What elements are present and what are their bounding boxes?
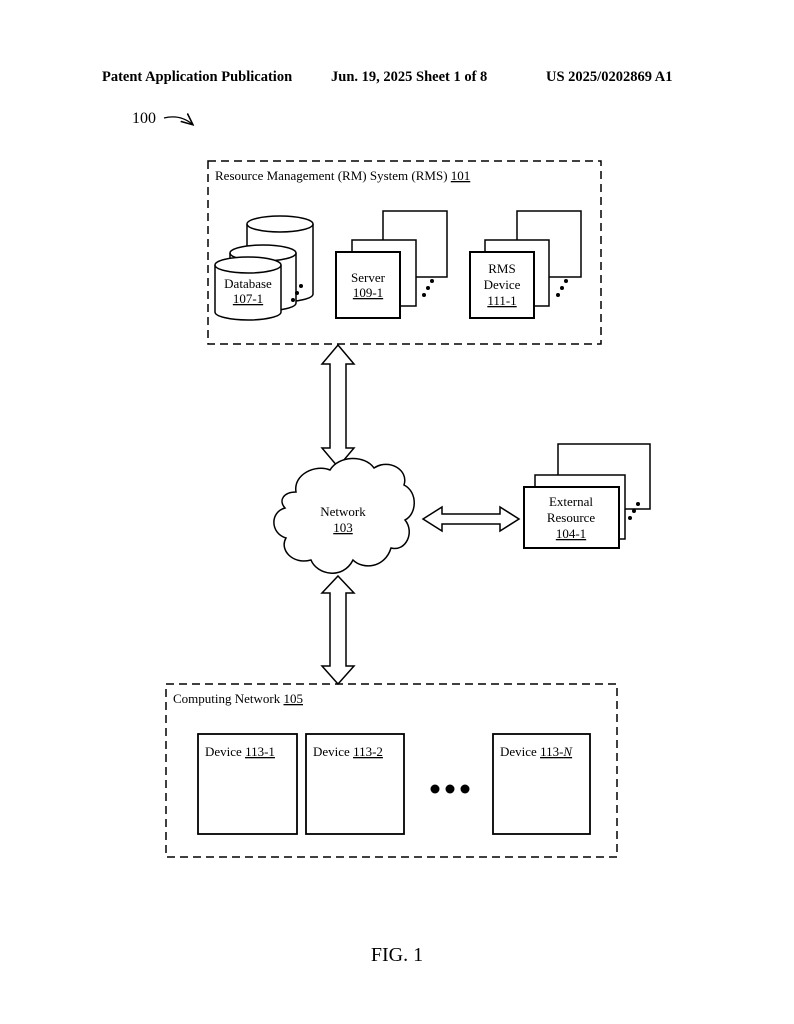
computing-network-box bbox=[165, 683, 618, 858]
rms-device-more-dots-icon bbox=[556, 279, 568, 297]
rms-device-label-line1: RMS bbox=[488, 261, 515, 276]
server-label: Server bbox=[351, 270, 386, 285]
device-2-box bbox=[305, 733, 405, 835]
server-more-dots-icon bbox=[422, 279, 434, 297]
device-1-box bbox=[197, 733, 298, 835]
external-resource-label-line2: Resource bbox=[547, 510, 596, 525]
network-computing-double-arrow bbox=[320, 574, 356, 686]
header-patent-number: US 2025/0202869 A1 bbox=[546, 69, 673, 85]
rms-box bbox=[207, 160, 602, 345]
external-resource-ref: 104-1 bbox=[556, 526, 586, 541]
rms-label: Resource Management (RM) System (RMS) 10… bbox=[215, 168, 470, 183]
header-date-sheet: Jun. 19, 2025 Sheet 1 of 8 bbox=[331, 69, 488, 85]
database-ref: 107-1 bbox=[233, 291, 263, 306]
figure-label: FIG. 1 bbox=[370, 944, 424, 966]
computing-network-ref: 105 bbox=[284, 691, 304, 706]
header-publication: Patent Application Publication bbox=[102, 69, 293, 85]
database-label: Database bbox=[224, 276, 272, 291]
device-n-label: Device 113-N bbox=[500, 744, 573, 759]
computing-network-label: Computing Network 105 bbox=[173, 691, 303, 706]
external-resource-label-line1: External bbox=[549, 494, 593, 509]
network-ref: 103 bbox=[333, 520, 353, 535]
external-resource-more-dots-icon bbox=[628, 502, 640, 520]
device-2-label: Device 113-2 bbox=[313, 744, 383, 759]
network-cloud-icon bbox=[273, 457, 415, 574]
server-ref: 109-1 bbox=[353, 285, 383, 300]
rms-device-ref: 111-1 bbox=[487, 293, 516, 308]
figure-ref-arrow bbox=[163, 117, 192, 124]
server-stack-icon bbox=[335, 210, 448, 319]
device-ellipsis-icon bbox=[430, 784, 470, 794]
external-resource-stack-icon bbox=[523, 443, 651, 549]
device-n-box bbox=[492, 733, 591, 835]
rms-ref: 101 bbox=[451, 168, 471, 183]
database-stack-icon bbox=[214, 215, 314, 321]
rms-network-double-arrow bbox=[320, 343, 356, 469]
network-external-double-arrow bbox=[421, 505, 521, 533]
rms-device-stack-icon bbox=[469, 210, 582, 319]
figure-ref-label: 100 bbox=[132, 110, 156, 127]
database-more-dots-icon bbox=[291, 284, 303, 302]
network-label: Network bbox=[320, 504, 366, 519]
rms-device-label-line2: Device bbox=[484, 277, 521, 292]
device-1-label: Device 113-1 bbox=[205, 744, 275, 759]
